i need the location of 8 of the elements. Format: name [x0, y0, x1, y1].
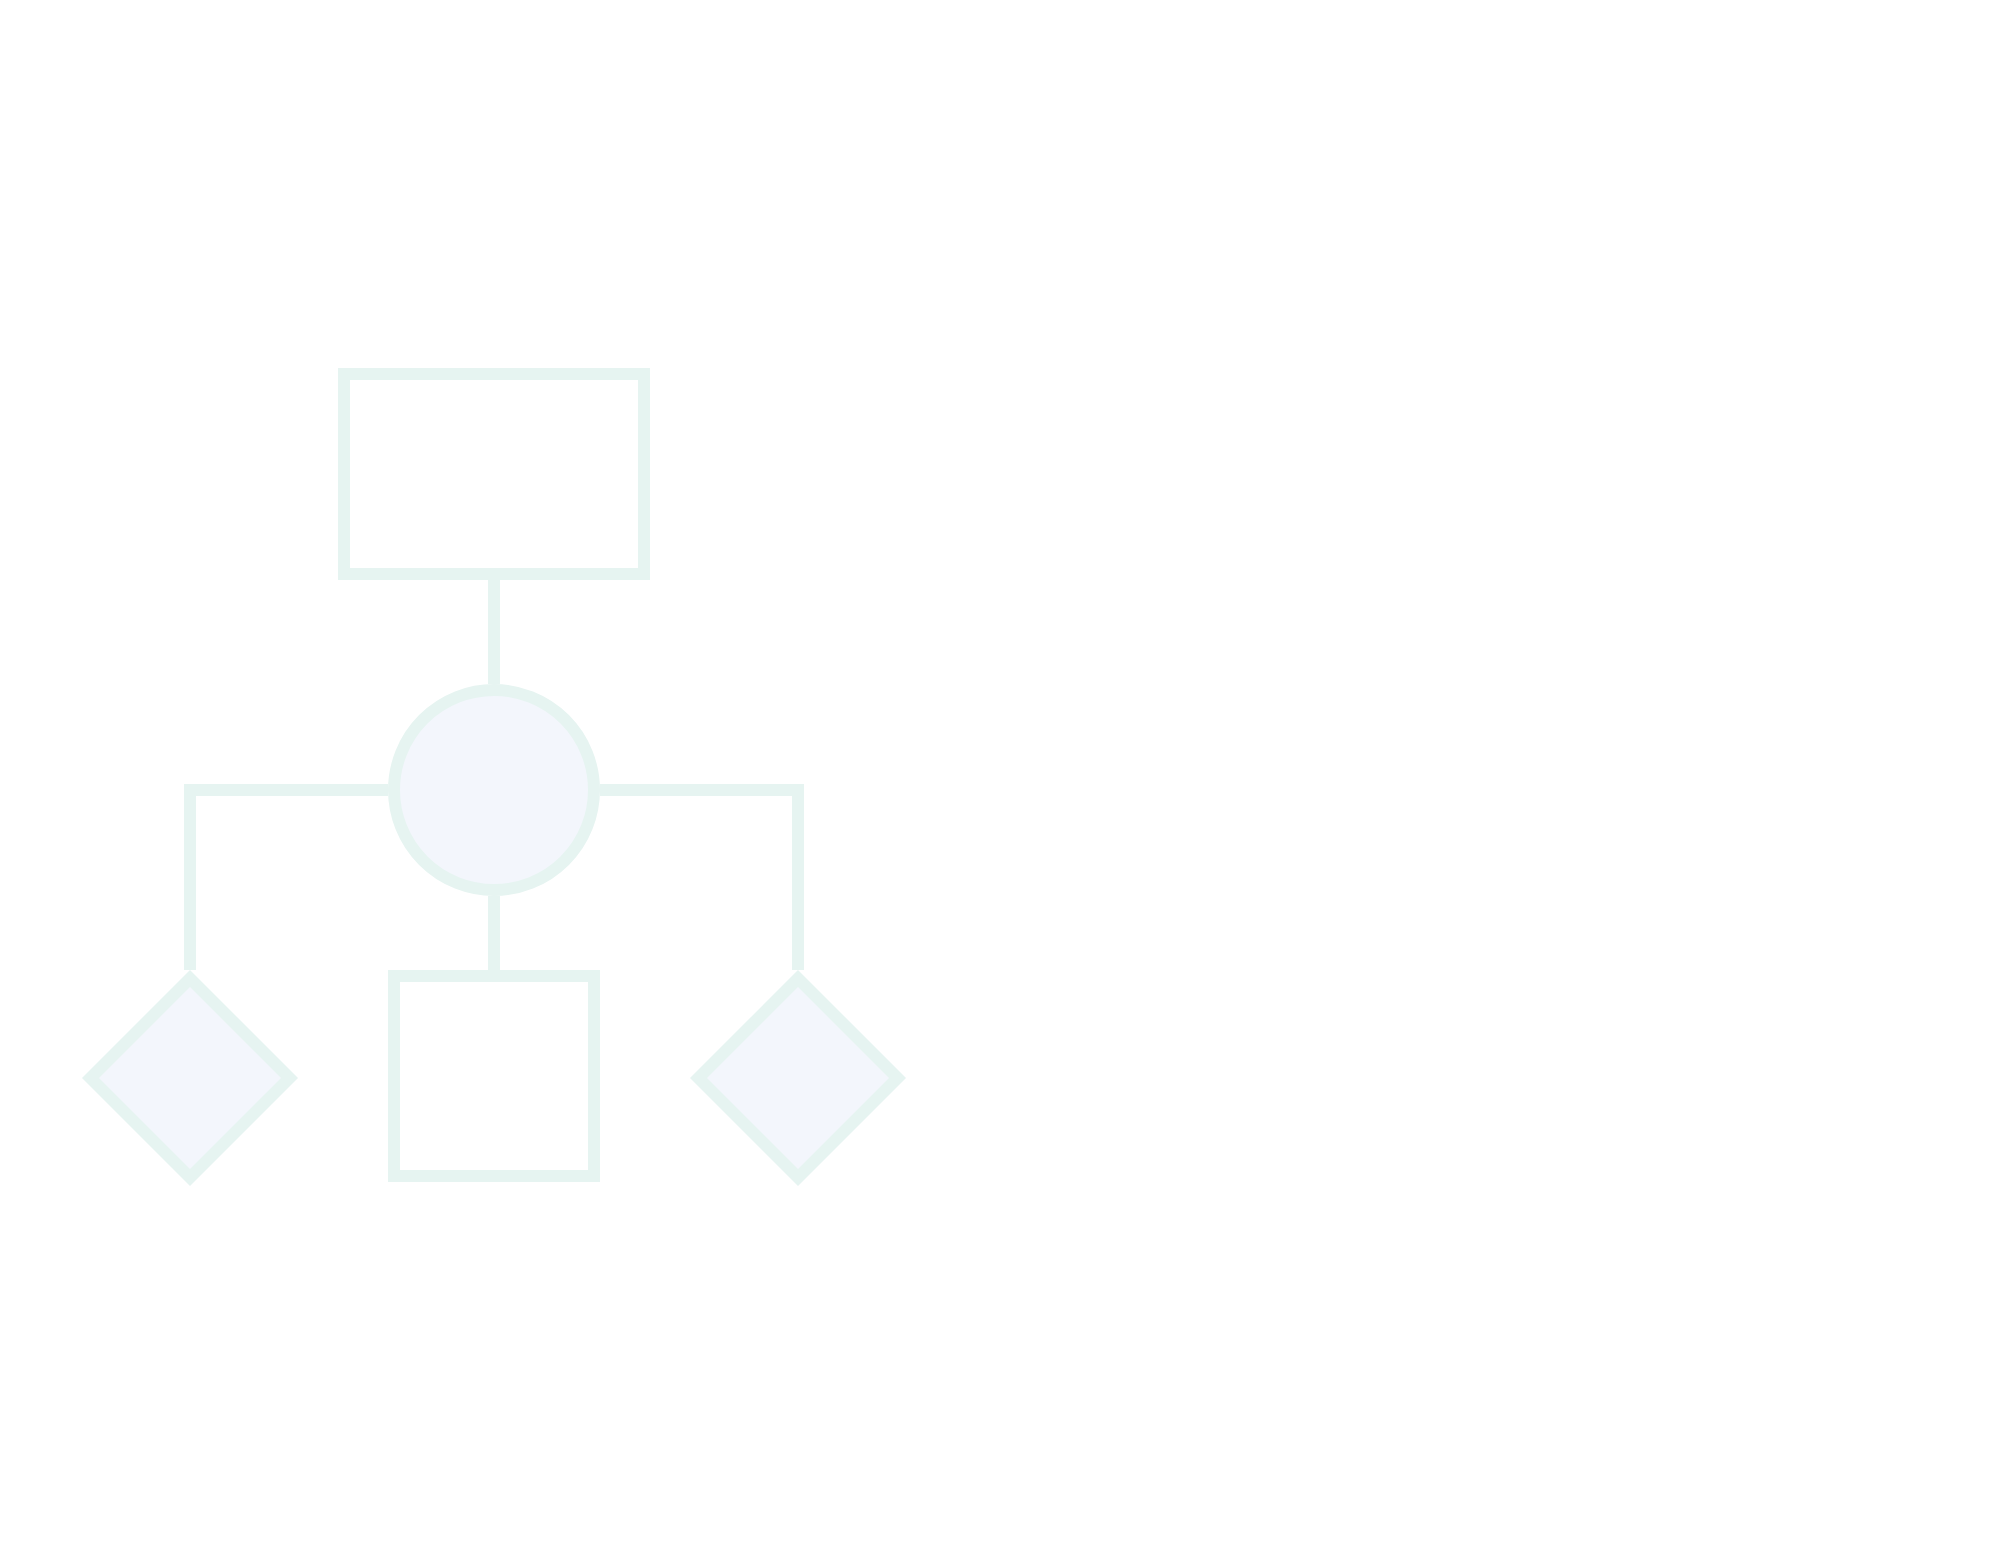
connector-line — [488, 896, 500, 970]
connector-line — [184, 784, 388, 970]
decision-diamond — [690, 970, 906, 1186]
decision-diamond — [82, 970, 298, 1186]
process-box — [338, 368, 650, 580]
connector-line — [600, 784, 804, 970]
connector-line — [488, 580, 500, 684]
process-box — [388, 970, 600, 1182]
